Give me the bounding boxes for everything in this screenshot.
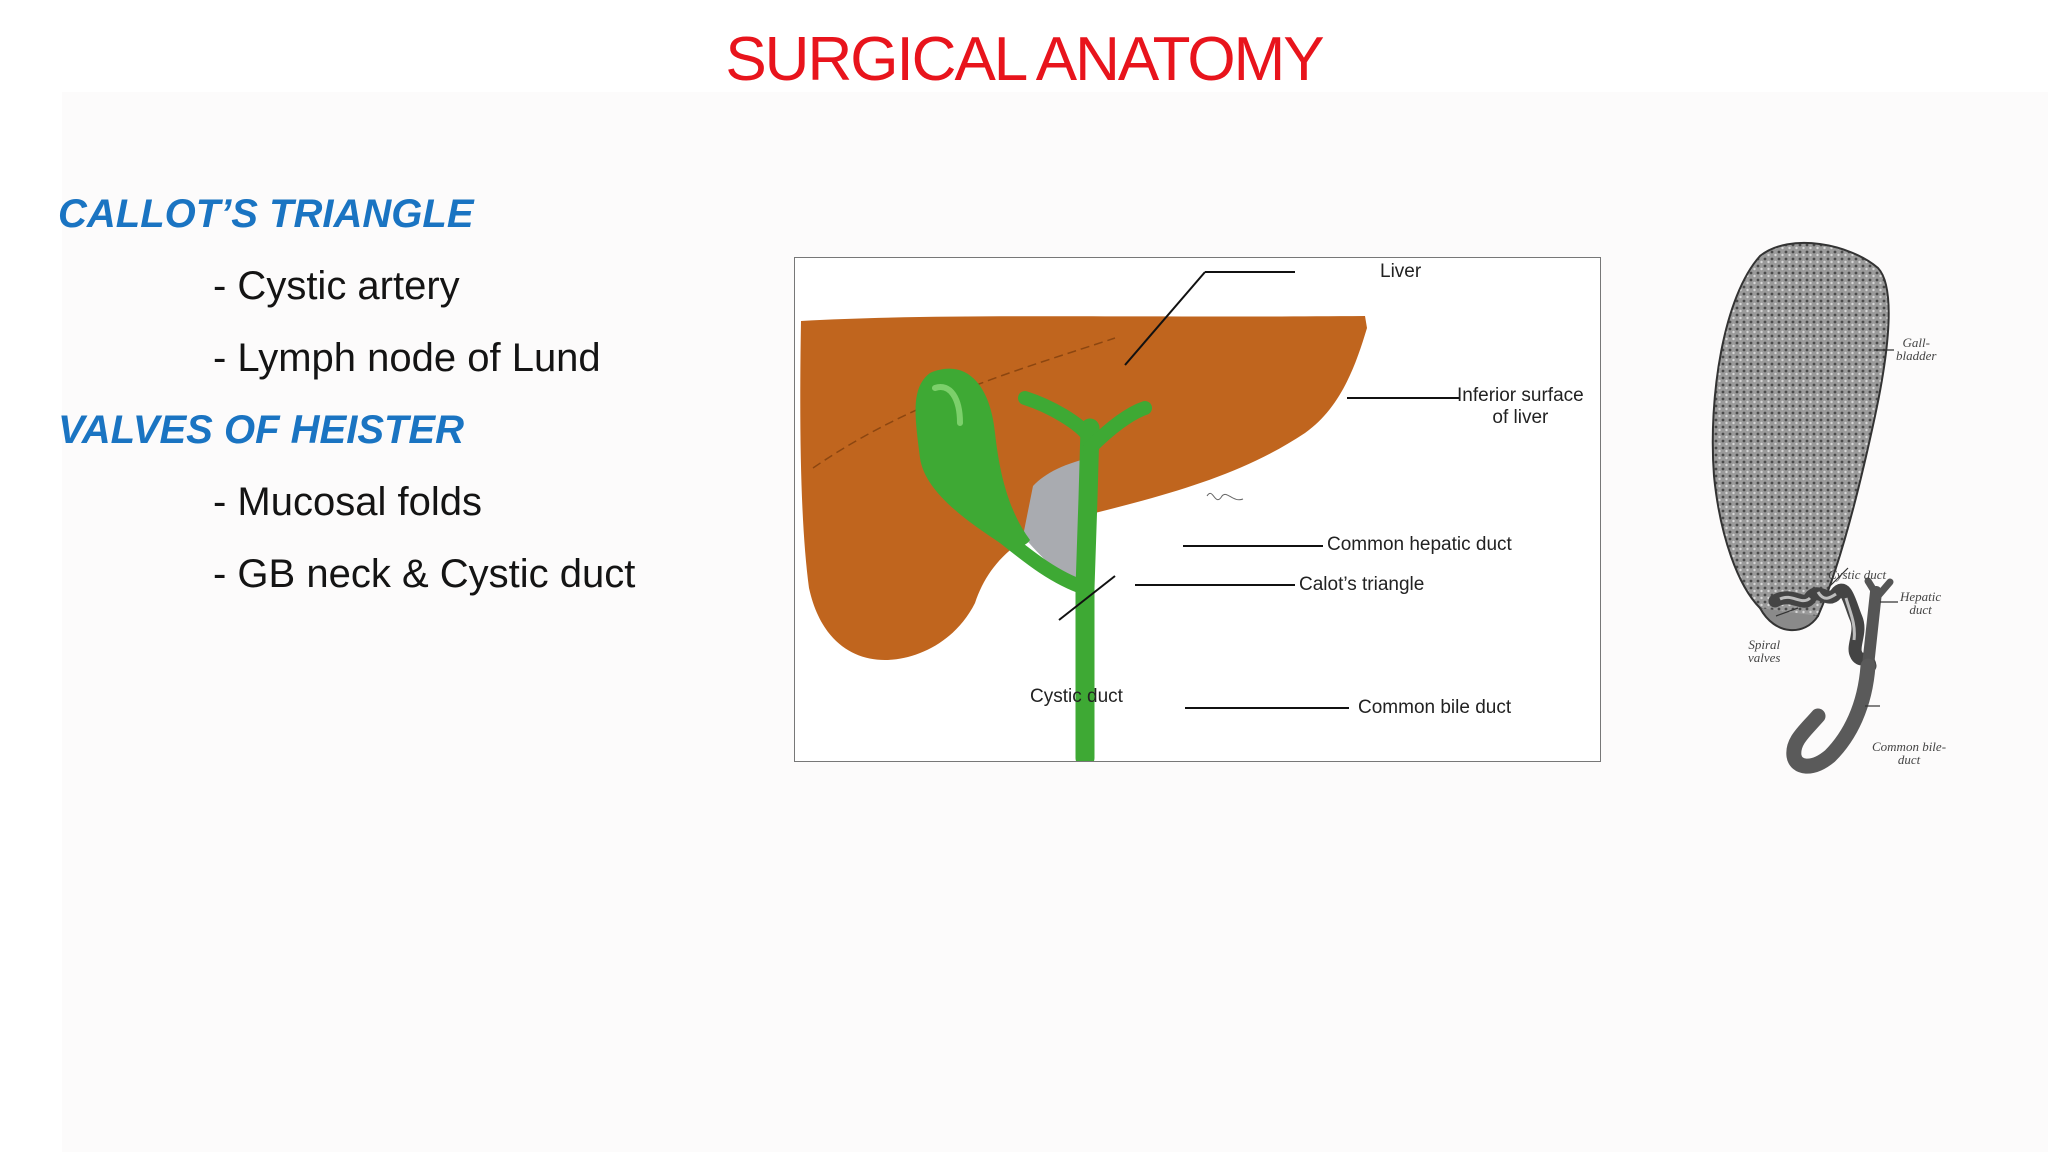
right-hepatic-duct: [1018, 391, 1097, 445]
gallbladder-highlight: [932, 384, 963, 426]
label-common-hepatic-duct: Common hepatic duct: [1327, 534, 1512, 555]
label-inferior-surface-line1: Inferior surface: [1457, 385, 1584, 406]
label-gall-bladder-line1: Gall-: [1902, 335, 1930, 350]
text-block: CALLOT’S TRIANGLE - Cystic artery - Lymp…: [58, 185, 758, 617]
label-common-bile-duct-line1: Common bile-: [1872, 739, 1947, 754]
gallbladder-body: [1711, 242, 1890, 620]
bullet-mucosal-folds: - Mucosal folds: [213, 480, 482, 524]
section-heading-valves-of-heister: VALVES OF HEISTER: [58, 408, 464, 452]
label-gray-cystic-duct: Cystic duct: [1828, 567, 1887, 582]
label-liver: Liver: [1380, 261, 1422, 282]
leader-spiral-valves: [1775, 607, 1799, 617]
hepatic-duct-branch: [1864, 577, 1894, 600]
label-hepatic-duct-line2: duct: [1909, 602, 1932, 617]
artist-signature: [1206, 492, 1244, 501]
label-common-bile-duct: Common bile- duct: [1872, 740, 1946, 766]
section-heading-callots-triangle: CALLOT’S TRIANGLE: [58, 192, 474, 236]
leader-liver-diag: [1124, 271, 1206, 366]
gallbladder-illustration-graphic: [1711, 242, 1898, 774]
slide-title: SURGICAL ANATOMY: [725, 25, 1324, 94]
gallbladder: [915, 368, 1030, 548]
leader-cystic-duct: [1827, 567, 1849, 589]
label-hepatic-duct-line1: Hepatic: [1900, 589, 1942, 604]
label-cystic-duct: Cystic duct: [1030, 686, 1123, 707]
hepatic-duct: [1862, 586, 1882, 672]
gallbladder-illustration: Gall- bladder Cystic duct Hepatic duct S…: [1700, 236, 2000, 796]
common-bile-duct-shape: [1786, 658, 1876, 774]
label-hepatic-duct: Hepatic duct: [1900, 590, 1941, 616]
leader-cystic-duct: [1058, 575, 1116, 621]
label-gall-bladder-line2: bladder: [1896, 348, 1937, 363]
label-calots-triangle: Calot’s triangle: [1299, 574, 1425, 595]
common-hepatic-duct: [1075, 418, 1100, 761]
bullet-gb-neck: - GB neck & Cystic duct: [213, 552, 636, 596]
gallbladder-neck: [1759, 607, 1819, 631]
spiral-valve-detail: [1779, 591, 1856, 641]
label-gall-bladder: Gall- bladder: [1896, 336, 1936, 362]
bullet-cystic-artery: - Cystic artery: [213, 264, 460, 308]
label-spiral-valves-line2: valves: [1748, 650, 1781, 665]
label-inferior-surface: Inferior surface of liver: [1457, 385, 1584, 429]
label-spiral-valves: Spiral valves: [1748, 638, 1780, 664]
biliary-diagram-graphic: [800, 271, 1460, 761]
label-common-bile-duct-line2: duct: [1897, 752, 1921, 767]
label-spiral-valves-line1: Spiral: [1748, 637, 1781, 652]
bullet-lymph-node: - Lymph node of Lund: [213, 336, 601, 380]
label-inferior-surface-line2: of liver: [1492, 407, 1549, 428]
biliary-diagram: Liver Inferior surface of liver Common h…: [794, 257, 1601, 762]
left-hepatic-duct: [1083, 401, 1152, 455]
label-common-bile-duct: Common bile duct: [1358, 697, 1512, 718]
